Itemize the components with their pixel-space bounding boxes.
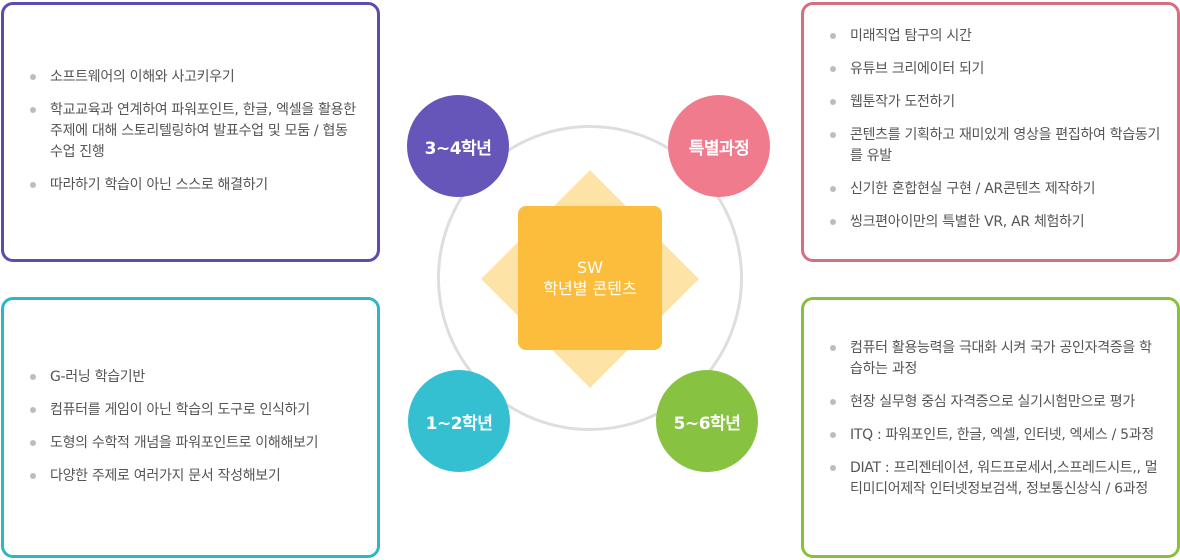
grade12-box: G-러닝 학습기반 컴퓨터를 게임이 아닌 학습의 도구로 인식하기 도형의 수… xyxy=(1,297,380,558)
list-item: 콘텐츠를 기획하고 재미있게 영상을 편집하여 학습동기를 유발 xyxy=(828,125,1163,167)
special-list: 미래직업 탐구의 시간 유튜브 크리에이터 되기 웹툰작가 도전하기 콘텐츠를 … xyxy=(828,26,1163,233)
list-item: 현장 실무형 중심 자격증으로 실기시험만으로 평가 xyxy=(828,392,1163,413)
grade34-circle: 3~4학년 xyxy=(407,95,509,197)
grade56-list: 컴퓨터 활용능력을 극대화 시켜 국가 공인자격증을 학습하는 과정 현장 실무… xyxy=(828,338,1163,500)
special-box: 미래직업 탐구의 시간 유튜브 크리에이터 되기 웹툰작가 도전하기 콘텐츠를 … xyxy=(801,2,1180,262)
list-item: 따라하기 학습이 아닌 스스로 해결하기 xyxy=(28,175,359,196)
list-item: 신기한 혼합현실 구현 / AR콘텐츠 제작하기 xyxy=(828,179,1163,200)
connector-ring xyxy=(437,125,743,431)
list-item: DIAT : 프리젠테이션, 워드프로세서,스프레드시트,, 멀티미디어제작 인… xyxy=(828,458,1163,500)
list-item: 컴퓨터 활용능력을 극대화 시켜 국가 공인자격증을 학습하는 과정 xyxy=(828,338,1163,380)
list-item: 유튜브 크리에이터 되기 xyxy=(828,59,1163,80)
grade12-list: G-러닝 학습기반 컴퓨터를 게임이 아닌 학습의 도구로 인식하기 도형의 수… xyxy=(28,367,359,487)
list-item: ITQ : 파워포인트, 한글, 엑셀, 인터넷, 엑세스 / 5과정 xyxy=(828,425,1163,446)
grade12-circle: 1~2학년 xyxy=(408,370,510,472)
list-item: 소프트웨어의 이해와 사고키우기 xyxy=(28,67,359,88)
center-subtitle: 학년별 콘텐츠 xyxy=(543,279,637,298)
list-item: 씽크편아이만의 특별한 VR, AR 체험하기 xyxy=(828,212,1163,233)
grade56-box: 컴퓨터 활용능력을 극대화 시켜 국가 공인자격증을 학습하는 과정 현장 실무… xyxy=(801,297,1180,558)
list-item: 학교교육과 연계하여 파워포인트, 한글, 엑셀을 활용한 주제에 대해 스토리… xyxy=(28,100,359,163)
center-title: SW xyxy=(577,258,603,277)
list-item: 웹툰작가 도전하기 xyxy=(828,92,1163,113)
center-block: SW 학년별 콘텐츠 xyxy=(518,206,662,350)
list-item: 미래직업 탐구의 시간 xyxy=(828,26,1163,47)
grade56-circle: 5~6학년 xyxy=(656,370,758,472)
grade34-box: 소프트웨어의 이해와 사고키우기 학교교육과 연계하여 파워포인트, 한글, 엑… xyxy=(1,2,380,262)
list-item: 컴퓨터를 게임이 아닌 학습의 도구로 인식하기 xyxy=(28,400,359,421)
special-circle: 특별과정 xyxy=(668,95,770,197)
list-item: G-러닝 학습기반 xyxy=(28,367,359,388)
list-item: 다양한 주제로 여러가지 문서 작성해보기 xyxy=(28,466,359,487)
list-item: 도형의 수학적 개념을 파워포인트로 이해해보기 xyxy=(28,433,359,454)
grade34-list: 소프트웨어의 이해와 사고키우기 학교교육과 연계하여 파워포인트, 한글, 엑… xyxy=(28,67,359,196)
